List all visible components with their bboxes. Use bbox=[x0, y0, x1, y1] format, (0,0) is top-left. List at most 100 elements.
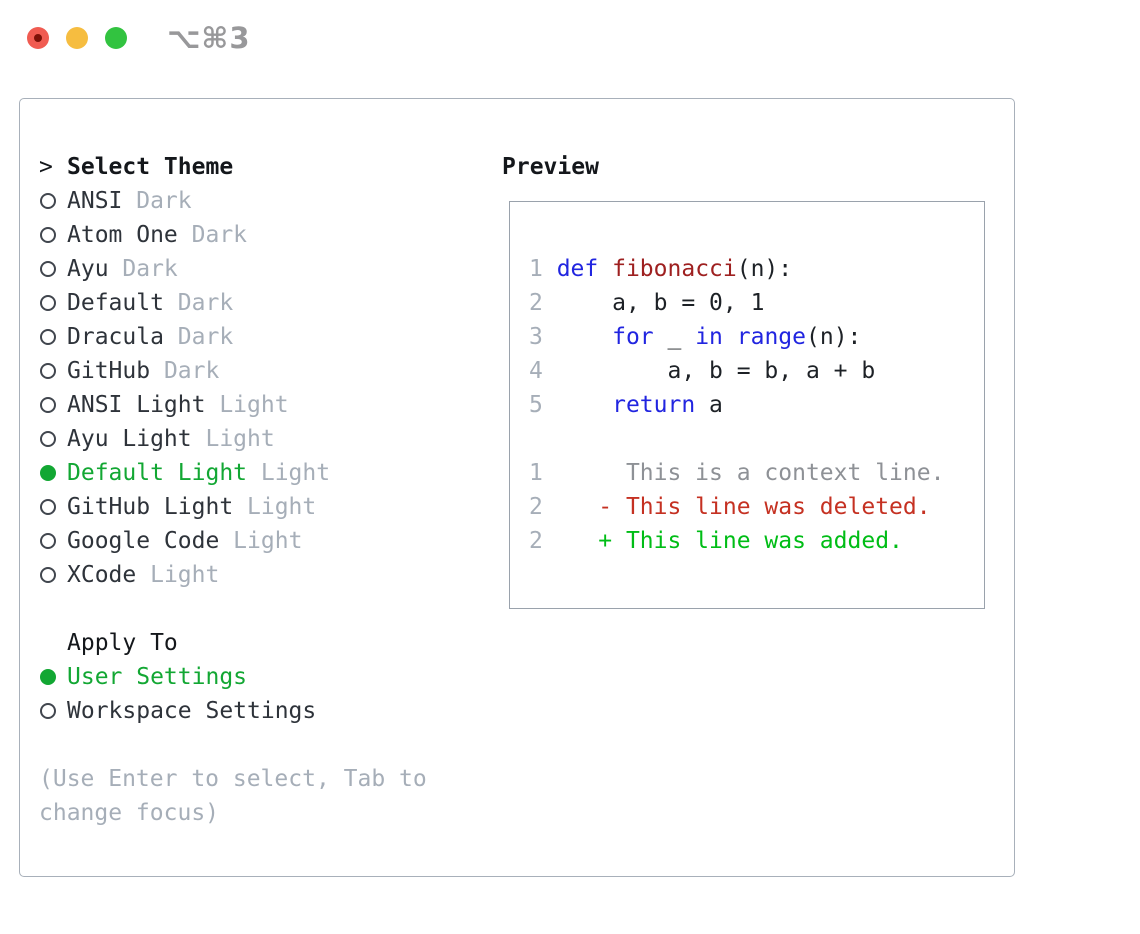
code-line: 2 + This line was added. bbox=[529, 524, 984, 558]
radio-unselected-icon bbox=[40, 193, 56, 209]
variant-tag: Light bbox=[136, 562, 220, 588]
radio-unselected-icon bbox=[40, 567, 56, 583]
variant-tag: Light bbox=[205, 392, 289, 418]
code-token-plain: a, b = b, a + b bbox=[556, 358, 876, 384]
radio-gutter bbox=[39, 227, 67, 243]
radio-gutter bbox=[39, 567, 67, 583]
variant-tag: Light bbox=[233, 494, 317, 520]
theme-option-label: ANSI Light bbox=[67, 392, 206, 418]
code-line: 4 a, b = b, a + b bbox=[529, 354, 984, 388]
theme-option-ansi[interactable]: ANSI Dark bbox=[39, 184, 427, 218]
code-token-kw: range bbox=[736, 324, 806, 350]
spacer bbox=[39, 592, 427, 626]
theme-option-github-light[interactable]: GitHub Light Light bbox=[39, 490, 427, 524]
select-theme-header: Select Theme bbox=[67, 154, 234, 180]
window-title: ⌥⌘3 bbox=[167, 21, 251, 55]
theme-option-atom-one[interactable]: Atom One Dark bbox=[39, 218, 427, 252]
radio-unselected-icon bbox=[40, 363, 56, 379]
minimize-button[interactable] bbox=[66, 27, 88, 49]
code-token-del: - This line was deleted. bbox=[598, 494, 931, 520]
theme-option-label: XCode bbox=[67, 562, 137, 588]
code-token-lineno: 3 bbox=[529, 324, 557, 350]
radio-gutter bbox=[39, 295, 67, 311]
variant-tag: Dark bbox=[108, 256, 178, 282]
code-line: 2 a, b = 0, 1 bbox=[529, 286, 984, 320]
code-token-ctx: This is a context line. bbox=[542, 460, 945, 486]
code-token-plain bbox=[723, 324, 737, 350]
hint-line: change focus) bbox=[39, 800, 220, 826]
theme-option-ayu[interactable]: Ayu Dark bbox=[39, 252, 427, 286]
code-token-plain bbox=[598, 256, 612, 282]
code-token-add: + This line was added. bbox=[598, 528, 903, 554]
code-token-plain bbox=[557, 324, 612, 350]
traffic-lights bbox=[27, 27, 127, 49]
code-line: 2 - This line was deleted. bbox=[529, 490, 984, 524]
title-bar: ⌥⌘3 bbox=[0, 0, 1140, 76]
theme-option-label: GitHub Light bbox=[67, 494, 234, 520]
close-button[interactable] bbox=[27, 27, 49, 49]
apply-option-label: Workspace Settings bbox=[67, 698, 317, 724]
variant-tag: Light bbox=[247, 460, 331, 486]
preview-header: Preview bbox=[502, 154, 599, 180]
code-token-plain bbox=[543, 494, 598, 520]
radio-gutter bbox=[39, 499, 67, 515]
radio-unselected-icon bbox=[40, 397, 56, 413]
theme-option-label: Default bbox=[67, 290, 164, 316]
theme-option-label: Google Code bbox=[67, 528, 220, 554]
code-token-lineno: 2 bbox=[529, 528, 543, 554]
theme-option-xcode[interactable]: XCode Light bbox=[39, 558, 427, 592]
theme-option-ayu-light[interactable]: Ayu Light Light bbox=[39, 422, 427, 456]
code-token-plain bbox=[557, 392, 612, 418]
code-token-plain bbox=[543, 528, 598, 554]
variant-tag: Dark bbox=[122, 188, 192, 214]
theme-option-github[interactable]: GitHub Dark bbox=[39, 354, 427, 388]
theme-option-google-code[interactable]: Google Code Light bbox=[39, 524, 427, 558]
apply-option-user-settings[interactable]: User Settings bbox=[39, 660, 427, 694]
apply-to-header: Apply To bbox=[67, 630, 178, 656]
zoom-button[interactable] bbox=[105, 27, 127, 49]
variant-tag: Light bbox=[219, 528, 303, 554]
radio-gutter bbox=[39, 261, 67, 277]
code-token-fn: fibonacci bbox=[612, 256, 737, 282]
code-token-lineno: 4 bbox=[529, 358, 557, 384]
code-line: 1 def fibonacci(n): bbox=[529, 252, 984, 286]
code-line: 1 This is a context line. bbox=[529, 456, 984, 490]
theme-option-default-light[interactable]: Default Light Light bbox=[39, 456, 427, 490]
code-token-lineno: 1 bbox=[529, 256, 557, 282]
theme-option-ansi-light[interactable]: ANSI Light Light bbox=[39, 388, 427, 422]
theme-option-label: Dracula bbox=[67, 324, 164, 350]
keyboard-hint: (Use Enter to select, Tab to change focus… bbox=[39, 762, 427, 830]
radio-unselected-icon bbox=[40, 499, 56, 515]
variant-tag: Dark bbox=[150, 358, 220, 384]
radio-unselected-icon bbox=[40, 703, 56, 719]
theme-option-label: GitHub bbox=[67, 358, 151, 384]
preview-column: Preview 1 def fibonacci(n):2 a, b = 0, 1… bbox=[502, 150, 985, 609]
radio-gutter bbox=[39, 431, 67, 447]
radio-unselected-icon bbox=[40, 261, 56, 277]
code-token-plain: _ bbox=[653, 324, 696, 350]
radio-unselected-icon bbox=[40, 533, 56, 549]
radio-gutter bbox=[39, 465, 67, 481]
radio-unselected-icon bbox=[40, 295, 56, 311]
code-line: 3 for _ in range(n): bbox=[529, 320, 984, 354]
radio-gutter bbox=[39, 533, 67, 549]
code-token-kw: in bbox=[695, 324, 723, 350]
code-token-kw: return bbox=[612, 392, 696, 418]
hint-line: (Use Enter to select, Tab to bbox=[39, 766, 427, 792]
radio-gutter bbox=[39, 193, 67, 209]
theme-option-label: Atom One bbox=[67, 222, 178, 248]
code-token-plain: (n): bbox=[806, 324, 862, 350]
theme-option-default[interactable]: Default Dark bbox=[39, 286, 427, 320]
apply-option-workspace-settings[interactable]: Workspace Settings bbox=[39, 694, 427, 728]
radio-gutter bbox=[39, 703, 67, 719]
code-token-lineno: 2 bbox=[529, 494, 543, 520]
code-token-lineno: 2 bbox=[529, 290, 557, 316]
radio-gutter bbox=[39, 363, 67, 379]
theme-option-dracula[interactable]: Dracula Dark bbox=[39, 320, 427, 354]
code-token-kw: def bbox=[556, 256, 599, 282]
variant-tag: Dark bbox=[163, 290, 234, 316]
